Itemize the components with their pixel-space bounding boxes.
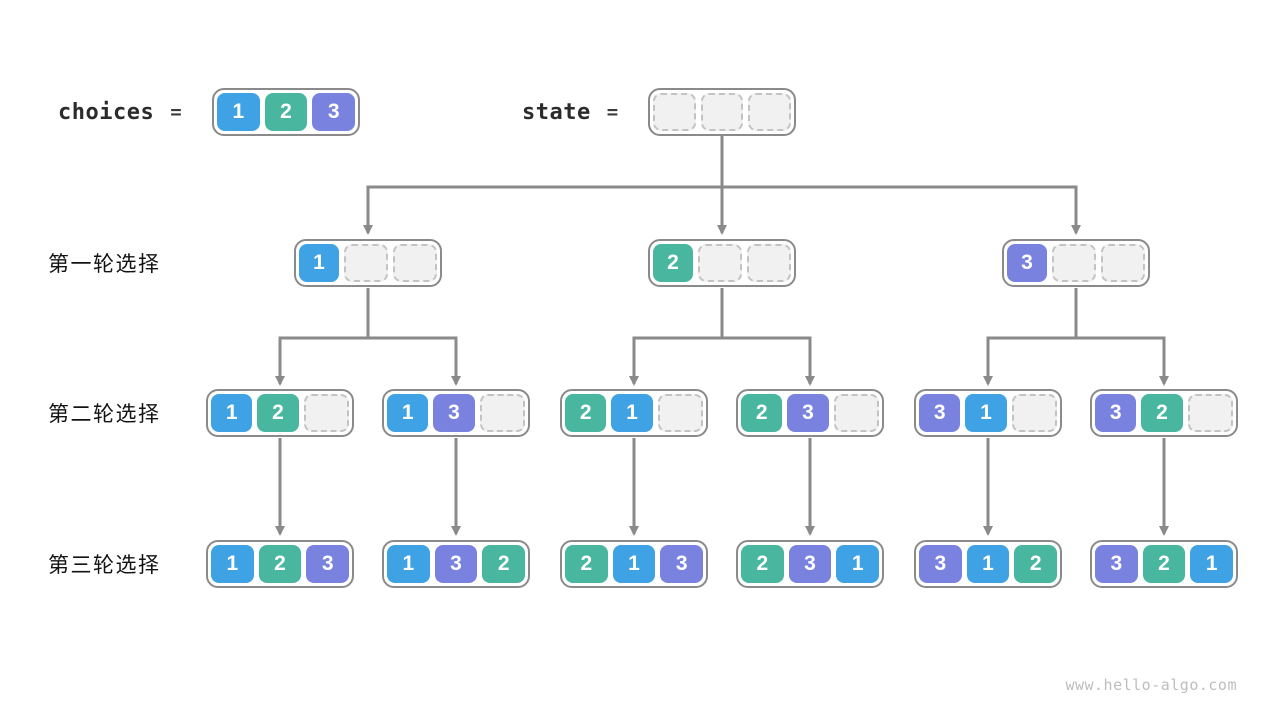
row-label-round-3: 第三轮选择 (48, 554, 161, 577)
cell-empty (1187, 394, 1233, 432)
cell-value: 2 (565, 545, 608, 583)
cell-value: 2 (653, 244, 693, 282)
cell-value: 2 (1142, 545, 1186, 583)
cell-value: 1 (965, 394, 1007, 432)
cell-empty (1101, 244, 1145, 282)
cell-empty (1052, 244, 1096, 282)
cell-value: 2 (741, 545, 784, 583)
cell-value: 1 (299, 244, 339, 282)
cell-value: 1 (966, 545, 1010, 583)
cell-empty (1011, 394, 1057, 432)
cell-value: 3 (434, 545, 478, 583)
cell-empty (653, 93, 696, 131)
cell-value: 2 (741, 394, 783, 432)
cell-value: 1 (217, 93, 260, 131)
cell-empty (657, 394, 703, 432)
choices-label-group: choices = (58, 88, 182, 136)
cell-empty (833, 394, 879, 432)
level1-node-1: 1 (294, 239, 442, 287)
cell-value: 3 (919, 394, 961, 432)
cell-value: 3 (660, 545, 704, 583)
cell-value: 1 (387, 394, 429, 432)
level1-node-3: 3 (1002, 239, 1150, 287)
cell-value: 2 (264, 93, 308, 131)
cell-value: 3 (312, 93, 356, 131)
cell-empty (698, 244, 742, 282)
cell-empty (303, 394, 349, 432)
cell-value: 3 (919, 545, 962, 583)
row-label-round-2: 第二轮选择 (48, 403, 161, 426)
cell-value: 1 (612, 545, 656, 583)
cell-empty (700, 93, 744, 131)
watermark: www.hello-algo.com (1065, 676, 1237, 694)
cell-value: 1 (1190, 545, 1234, 583)
cell-empty (479, 394, 525, 432)
state-label-group: state = (522, 88, 618, 136)
cell-value: 1 (611, 394, 653, 432)
row-label-round-1: 第一轮选择 (48, 253, 161, 276)
cell-empty (393, 244, 437, 282)
cell-value: 1 (387, 545, 430, 583)
cell-value: 2 (1014, 545, 1058, 583)
cell-value: 1 (211, 545, 254, 583)
cell-empty (748, 93, 792, 131)
cell-empty (344, 244, 388, 282)
cell-value: 2 (258, 545, 302, 583)
cell-value: 1 (211, 394, 253, 432)
cell-value: 2 (257, 394, 299, 432)
cell-value: 3 (1095, 545, 1138, 583)
cell-value: 2 (1141, 394, 1183, 432)
cell-empty (747, 244, 791, 282)
cell-value: 3 (306, 545, 350, 583)
cell-value: 3 (433, 394, 475, 432)
cell-value: 3 (787, 394, 829, 432)
choices-label: choices (58, 99, 155, 125)
state-label: state (522, 99, 591, 125)
cell-value: 2 (482, 545, 526, 583)
state-root-node (648, 88, 796, 136)
cell-value: 3 (788, 545, 832, 583)
cell-value: 1 (836, 545, 880, 583)
choices-equals-sign: = (170, 101, 182, 123)
level1-node-2: 2 (648, 239, 796, 287)
state-equals-sign: = (606, 101, 619, 123)
cell-value: 3 (1095, 394, 1137, 432)
cell-value: 3 (1007, 244, 1047, 282)
cell-value: 2 (565, 394, 607, 432)
